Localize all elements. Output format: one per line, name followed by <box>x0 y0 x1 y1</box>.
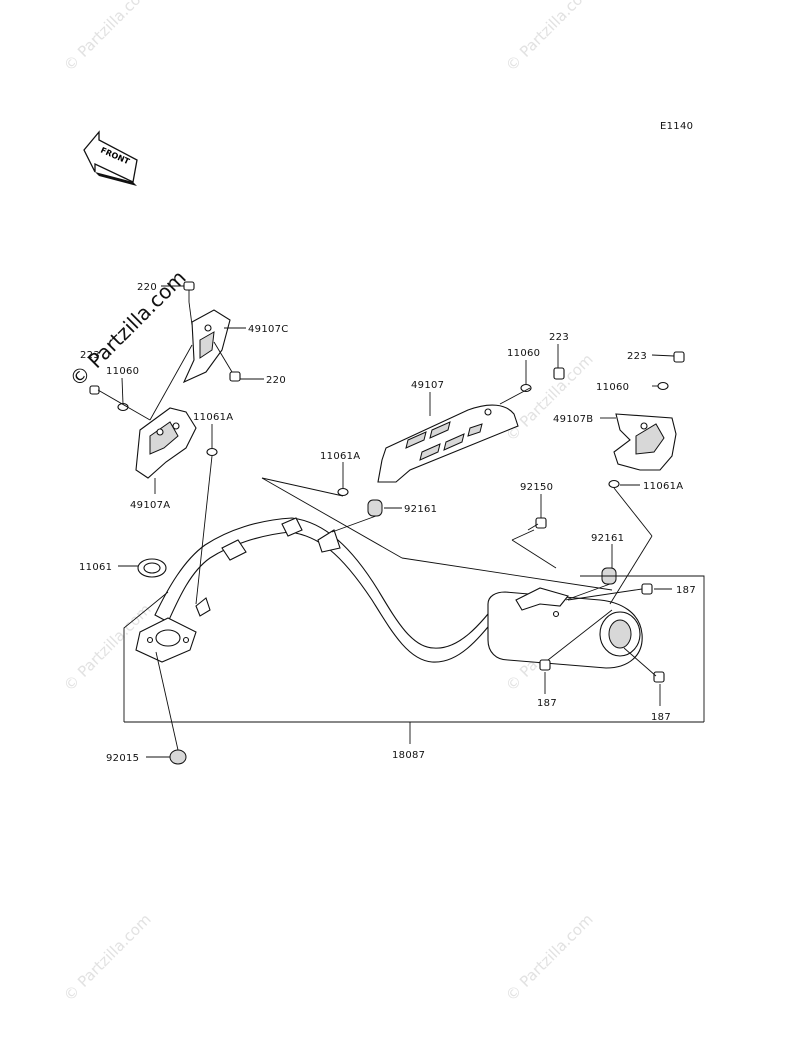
label-49107A: 49107A <box>130 500 170 511</box>
watermark: © Partzilla.com <box>502 0 597 75</box>
diagram-code: E1140 <box>660 121 693 132</box>
watermark: © Partzilla.com <box>60 0 155 75</box>
heat-guard-49107A <box>135 407 197 479</box>
label-11061: 11061 <box>79 562 112 573</box>
hardware <box>89 281 685 765</box>
label-92015: 92015 <box>106 753 139 764</box>
label-187: 187 <box>537 698 557 709</box>
label-223: 223 <box>549 332 569 343</box>
label-11060: 11060 <box>507 348 540 359</box>
label-49107: 49107 <box>411 380 444 391</box>
label-220: 220 <box>137 282 157 293</box>
label-18087: 18087 <box>392 750 425 761</box>
label-49107B: 49107B <box>553 414 593 425</box>
heat-guard-49107C <box>182 309 231 384</box>
watermark: © Partzilla.com <box>502 910 597 1005</box>
label-11061A: 11061A <box>193 412 233 423</box>
label-223: 223 <box>80 350 100 361</box>
part-labels: 220 49107C 220 223 11060 11061A 49107A 1… <box>79 282 696 764</box>
label-92161: 92161 <box>404 504 437 515</box>
label-11061A: 11061A <box>320 451 360 462</box>
label-11061A: 11061A <box>643 481 683 492</box>
heat-guard-49107B <box>613 413 677 471</box>
label-187: 187 <box>651 712 671 723</box>
exhaust-pipe <box>135 517 643 669</box>
heat-guard-49107 <box>377 404 519 483</box>
leader-lines <box>97 285 705 758</box>
watermark: © Partzilla.com <box>60 910 155 1005</box>
watermark: © Partzilla.com <box>502 350 597 445</box>
label-49107C: 49107C <box>248 324 289 335</box>
label-92161: 92161 <box>591 533 624 544</box>
label-11060: 11060 <box>596 382 629 393</box>
label-220: 220 <box>266 375 286 386</box>
label-187: 187 <box>676 585 696 596</box>
label-223: 223 <box>627 351 647 362</box>
front-arrow-icon: FRONT <box>83 130 138 186</box>
label-11060: 11060 <box>106 366 139 377</box>
label-92150: 92150 <box>520 482 553 493</box>
